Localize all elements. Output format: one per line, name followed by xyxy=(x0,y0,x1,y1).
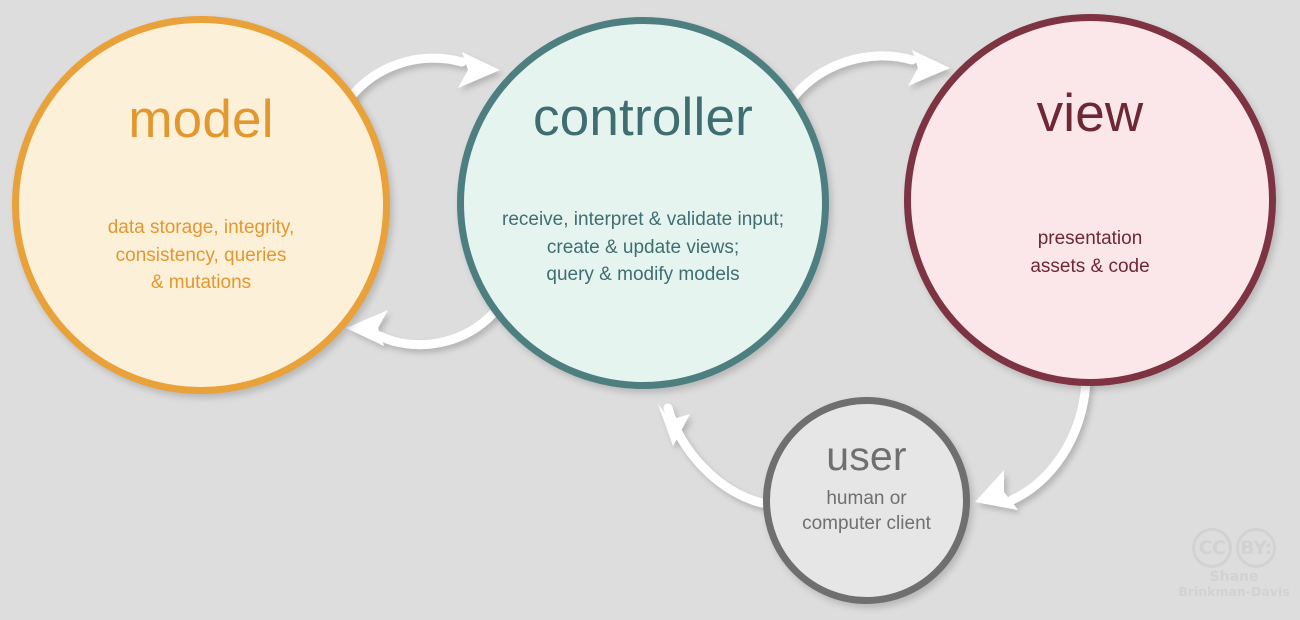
node-controller-desc-line: receive, interpret & validate input; xyxy=(502,209,784,230)
node-user[interactable]: user human or computer client xyxy=(763,397,970,604)
node-model-desc-line: & mutations xyxy=(150,272,252,294)
node-model-description: data storage, integrity, consistency, qu… xyxy=(108,214,295,297)
attribution-block: CC BY: Shane Brinkman-Davis xyxy=(1174,528,1294,608)
node-view[interactable]: view presentation assets & code xyxy=(904,14,1276,386)
node-controller[interactable]: controller receive, interpret & validate… xyxy=(457,17,829,389)
node-view-desc-line: assets & code xyxy=(1030,255,1150,277)
node-user-title: user xyxy=(826,433,907,479)
node-view-desc-line: presentation xyxy=(1037,228,1143,249)
arrow-controller-to-model xyxy=(346,300,505,350)
node-model-desc-line: data storage, integrity, xyxy=(107,217,295,238)
arrow-model-to-controller xyxy=(340,52,500,110)
cc-icon: CC xyxy=(1192,528,1232,568)
node-controller-title: controller xyxy=(533,88,753,147)
node-controller-desc-line: query & modify models xyxy=(546,264,740,286)
node-model-title: model xyxy=(128,90,274,149)
creative-commons-license[interactable]: CC BY: xyxy=(1174,528,1294,568)
node-controller-description: receive, interpret & validate input; cre… xyxy=(502,206,784,289)
author-first-name: Shane xyxy=(1209,569,1259,585)
arrow-controller-to-view xyxy=(785,50,950,107)
arrow-view-to-user xyxy=(975,377,1091,510)
node-user-description: human or computer client xyxy=(802,487,931,536)
author-name: Shane Brinkman-Davis xyxy=(1174,570,1294,598)
node-user-desc-line: human or xyxy=(826,488,907,509)
node-controller-desc-line: create & update views; xyxy=(546,236,740,258)
arrow-user-to-controller xyxy=(658,403,767,508)
cc-by-icon: BY: xyxy=(1236,528,1276,568)
node-model-desc-line: consistency, queries xyxy=(115,244,287,266)
node-view-title: view xyxy=(1036,84,1144,143)
node-user-desc-line: computer client xyxy=(802,512,931,534)
node-model[interactable]: model data storage, integrity, consisten… xyxy=(12,16,390,394)
author-last-name: Brinkman-Davis xyxy=(1178,583,1290,599)
node-view-description: presentation assets & code xyxy=(1030,225,1149,280)
